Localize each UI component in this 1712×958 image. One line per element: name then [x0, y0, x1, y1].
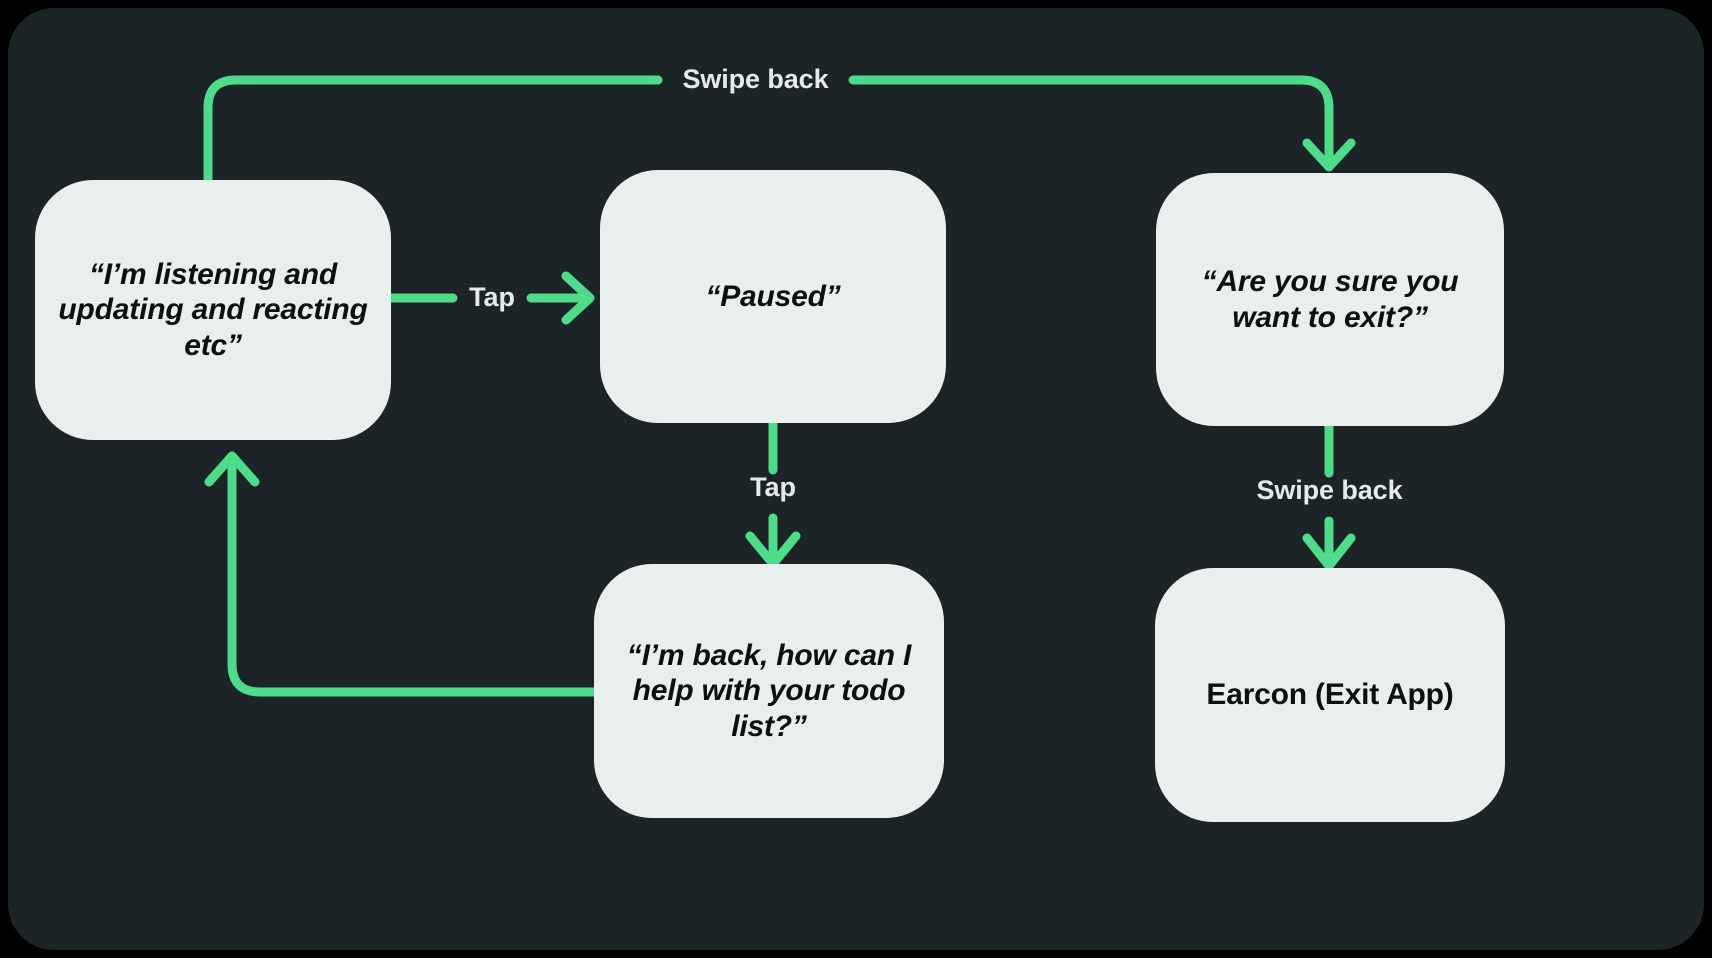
edge-layer	[203, 75, 1356, 697]
node-earcon-label: Earcon (Exit App)	[1206, 678, 1454, 712]
edge-path-return-loop	[227, 455, 599, 697]
edge-arrowhead-return-loop	[204, 451, 260, 487]
edge-path-swipe-back-right	[848, 75, 1334, 168]
node-listening-label: “I’m listening and updating and reacting…	[58, 257, 368, 362]
node-back[interactable]: “I’m back, how can I help with your todo…	[594, 564, 944, 818]
edge-label-swipe-back-top: Swipe back	[682, 64, 829, 94]
edge-path-swipe-back-left	[203, 75, 663, 185]
node-back-label: “I’m back, how can I help with your todo…	[626, 638, 912, 743]
edge-label-swipe-back-bottom: Swipe back	[1256, 475, 1403, 505]
edge-label-tap-paused-back: Tap	[750, 472, 796, 502]
edge-arrowhead-tap-right	[561, 271, 595, 325]
diagram-board: “I’m listening and updating and reacting…	[8, 8, 1704, 950]
edge-arrowhead-swipe-back-down	[1302, 533, 1356, 571]
node-confirm-exit-label: “Are you sure you want to exit?”	[1201, 265, 1459, 334]
node-earcon[interactable]: Earcon (Exit App)	[1155, 568, 1505, 822]
node-paused[interactable]: “Paused”	[600, 170, 946, 423]
edge-label-tap-listening-paused: Tap	[469, 282, 515, 312]
node-confirm-exit[interactable]: “Are you sure you want to exit?”	[1156, 173, 1504, 426]
node-paused-label: “Paused”	[705, 279, 841, 313]
edge-arrowhead-swipe-back	[1302, 138, 1356, 172]
node-listening[interactable]: “I’m listening and updating and reacting…	[35, 180, 391, 440]
